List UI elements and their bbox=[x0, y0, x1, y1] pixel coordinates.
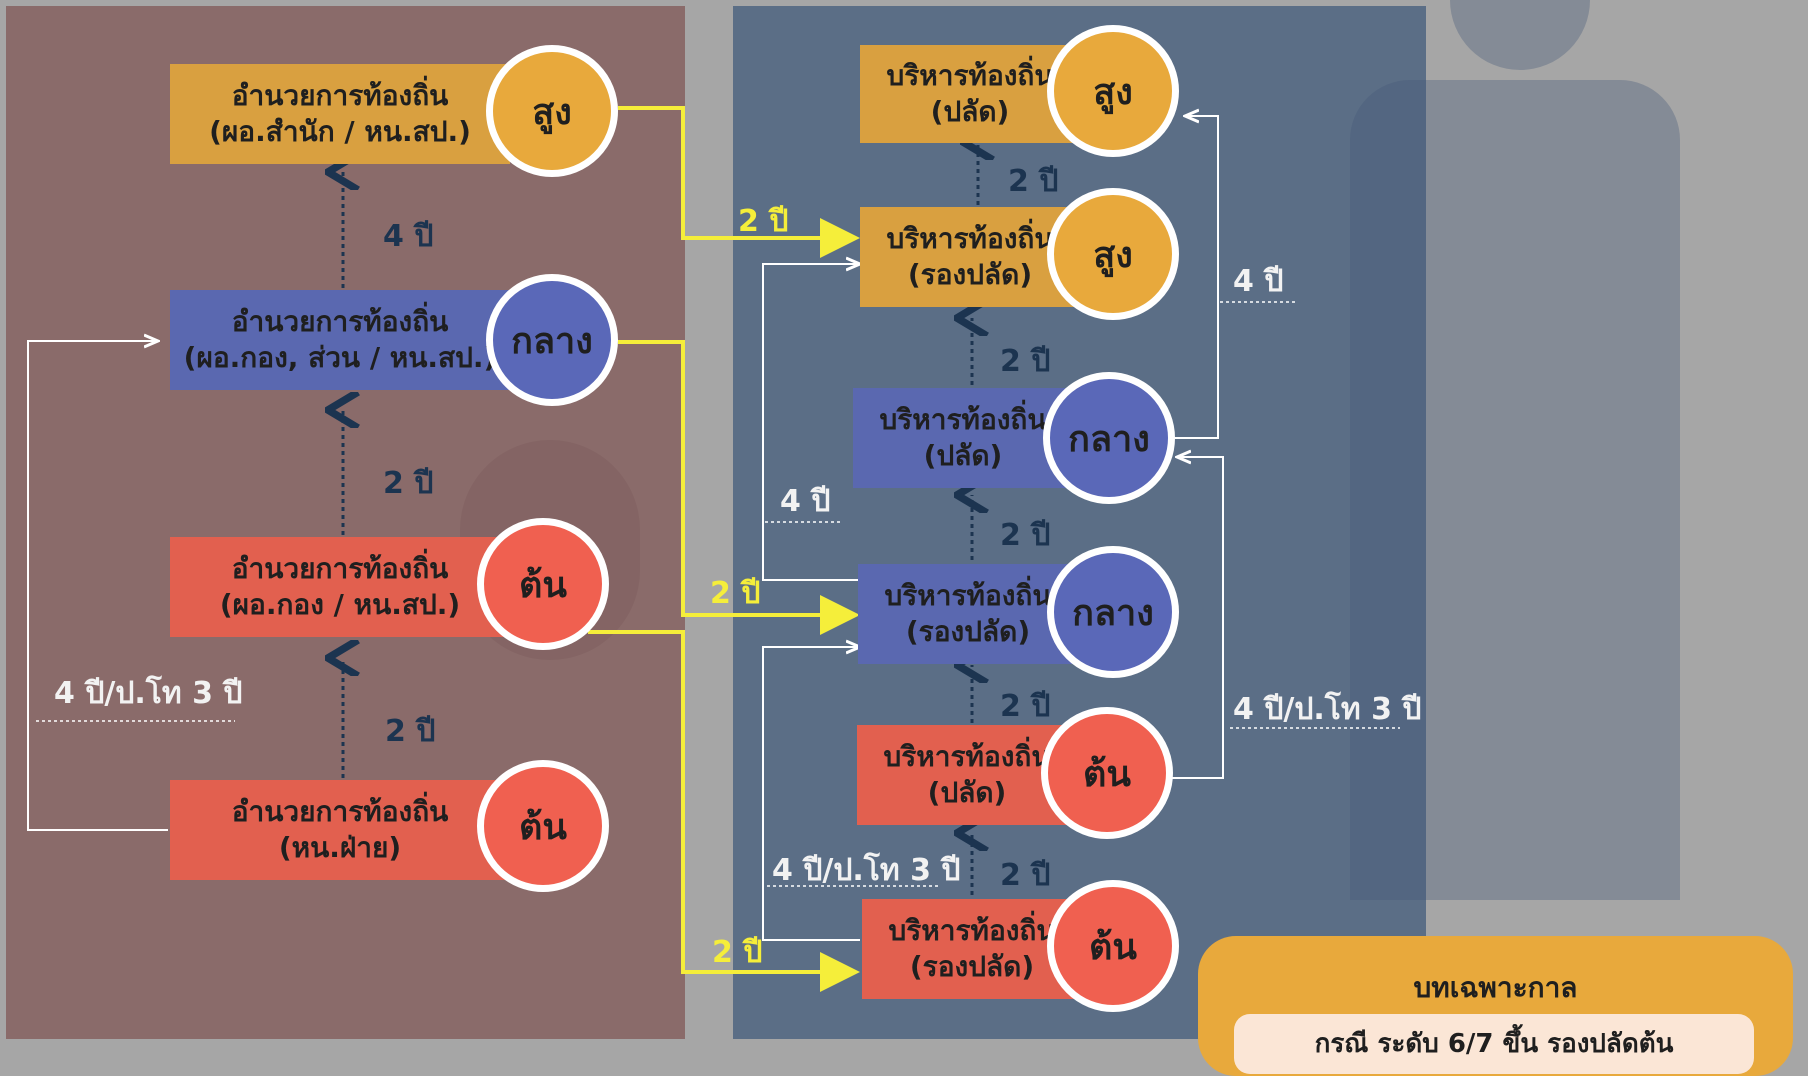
box-title: อำนวยการท้องถิ่น bbox=[231, 304, 449, 338]
legend-note: กรณี ระดับ 6/7 ขึ้น รองปลัดต้น bbox=[1234, 1014, 1754, 1074]
box-subtitle: (ปลัด) bbox=[923, 439, 1003, 472]
left-step-label-2a: 2 ปี bbox=[383, 466, 434, 501]
right-step-label-4: 2 ปี bbox=[1000, 689, 1051, 724]
box-title: บริหารท้องถิ่น bbox=[883, 739, 1051, 773]
box-title: อำนวยการท้องถิ่น bbox=[231, 551, 449, 585]
right-step-label-1: 2 ปี bbox=[1008, 164, 1059, 199]
box-title: บริหารท้องถิ่น bbox=[886, 221, 1054, 255]
box-subtitle: (ผอ.สำนัก / หน.สป.) bbox=[209, 115, 471, 148]
left-step-label-4: 4 ปี bbox=[383, 219, 434, 254]
level-badge-right-mid-rong: กลาง bbox=[1047, 546, 1179, 678]
box-title: บริหารท้องถิ่น bbox=[879, 402, 1047, 436]
box-title: บริหารท้องถิ่น bbox=[884, 578, 1052, 612]
person-silhouette-body bbox=[1350, 80, 1680, 900]
level-badge-low2: ต้น bbox=[477, 760, 609, 892]
box-subtitle: (รองปลัด) bbox=[909, 950, 1035, 983]
right-side-label-4a: 4 ปี bbox=[780, 484, 831, 519]
level-badge-right-low-rong: ต้น bbox=[1047, 880, 1179, 1012]
right-side-label-4b: 4 ปี bbox=[1233, 264, 1284, 299]
connector-lines bbox=[27, 106, 1400, 992]
right-side-label-4c: 4 ปี/ป.โท 3 ปี bbox=[772, 853, 961, 888]
box-title: บริหารท้องถิ่น bbox=[886, 58, 1054, 92]
left-step-label-2b: 2 ปี bbox=[385, 714, 436, 749]
left-box-low2: อำนวยการท้องถิ่น (หน.ฝ่าย) bbox=[170, 780, 510, 880]
level-badge-right-high-palad: สูง bbox=[1047, 25, 1179, 157]
level-badge-mid: กลาง bbox=[486, 274, 618, 406]
box-subtitle: (ปลัด) bbox=[930, 95, 1010, 128]
level-badge-right-high-rong: สูง bbox=[1047, 188, 1179, 320]
box-subtitle: (ผอ.กอง / หน.สป.) bbox=[219, 588, 461, 621]
right-box-low-palad: บริหารท้องถิ่น (ปลัด) bbox=[857, 725, 1077, 825]
left-box-high: อำนวยการท้องถิ่น (ผอ.สำนัก / หน.สป.) bbox=[170, 64, 510, 164]
level-badge-high: สูง bbox=[486, 45, 618, 177]
right-step-label-3: 2 ปี bbox=[1000, 518, 1051, 553]
transitional-provisions-panel: บทเฉพาะกาล กรณี ระดับ 6/7 ขึ้น รองปลัดต้… bbox=[1198, 936, 1793, 1076]
yellow-label-1: 2 ปี bbox=[738, 204, 789, 239]
level-badge-right-mid-palad: กลาง bbox=[1043, 372, 1175, 504]
box-title: อำนวยการท้องถิ่น bbox=[231, 78, 449, 112]
right-box-high-palad: บริหารท้องถิ่น (ปลัด) bbox=[860, 45, 1080, 143]
right-box-low-rong: บริหารท้องถิ่น (รองปลัด) bbox=[862, 899, 1082, 999]
right-side-label-4d: 4 ปี/ป.โท 3 ปี bbox=[1233, 692, 1422, 727]
legend-title: บทเฉพาะกาล bbox=[1413, 971, 1578, 1004]
right-box-mid-rong: บริหารท้องถิ่น (รองปลัด) bbox=[858, 564, 1078, 664]
box-subtitle: (ปลัด) bbox=[927, 776, 1007, 809]
box-subtitle: (รองปลัด) bbox=[907, 258, 1033, 291]
left-box-low1: อำนวยการท้องถิ่น (ผอ.กอง / หน.สป.) bbox=[170, 537, 510, 637]
yellow-label-3: 2 ปี bbox=[712, 935, 763, 970]
right-box-mid-palad: บริหารท้องถิ่น (ปลัด) bbox=[853, 388, 1073, 488]
box-title: อำนวยการท้องถิ่น bbox=[231, 794, 449, 828]
yellow-label-2: 2 ปี bbox=[710, 576, 761, 611]
box-subtitle: (ผอ.กอง, ส่วน / หน.สป.) bbox=[183, 341, 497, 374]
box-subtitle: (รองปลัด) bbox=[905, 615, 1031, 648]
right-step-label-2: 2 ปี bbox=[1000, 344, 1051, 379]
right-panel-background bbox=[733, 6, 1426, 1039]
box-subtitle: (หน.ฝ่าย) bbox=[278, 831, 402, 864]
level-badge-low1: ต้น bbox=[477, 518, 609, 650]
right-step-label-5: 2 ปี bbox=[1000, 858, 1051, 893]
level-badge-right-low-palad: ต้น bbox=[1041, 707, 1173, 839]
left-side-label: 4 ปี/ป.โท 3 ปี bbox=[54, 676, 243, 711]
box-title: บริหารท้องถิ่น bbox=[888, 913, 1056, 947]
left-box-mid: อำนวยการท้องถิ่น (ผอ.กอง, ส่วน / หน.สป.) bbox=[170, 290, 510, 390]
right-box-high-rong: บริหารท้องถิ่น (รองปลัด) bbox=[860, 207, 1080, 307]
